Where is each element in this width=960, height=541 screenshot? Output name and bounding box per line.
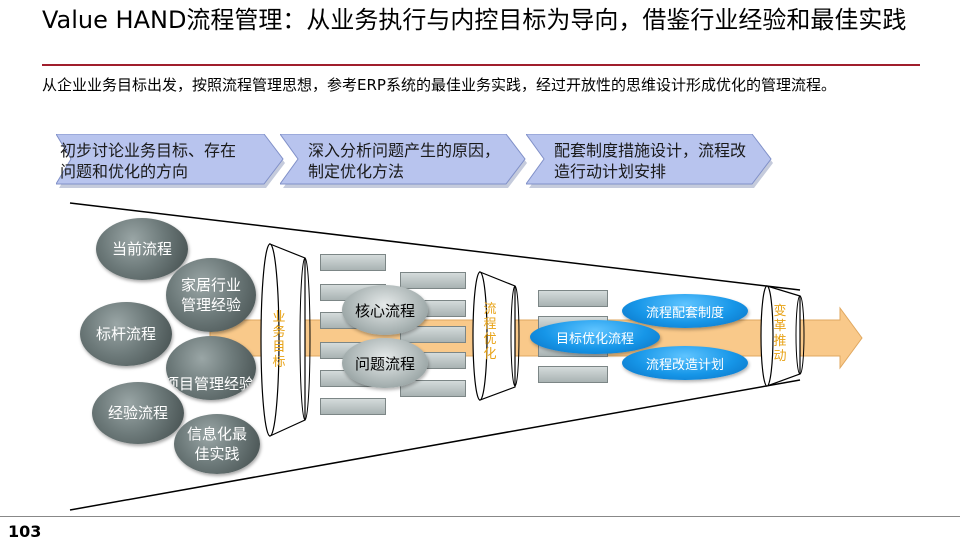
supporting-system-ellipse: 流程配套制度	[622, 294, 748, 328]
reform-plan-ellipse: 流程改造计划	[622, 346, 748, 380]
process-box	[320, 398, 386, 415]
input-project-management: 项目管理经验	[166, 336, 256, 400]
process-box	[320, 254, 386, 271]
gate-label-business-goal: 业务目标	[272, 310, 286, 370]
step-label: 初步讨论业务目标、存在问题和优化的方向	[60, 141, 237, 181]
input-current-process: 当前流程	[96, 218, 188, 280]
page-title: Value HAND流程管理：从业务执行与内控目标为导向，借鉴行业经验和最佳实践	[42, 6, 907, 34]
input-it-best-practice: 信息化最佳实践	[174, 414, 260, 474]
process-box	[400, 380, 466, 397]
step-chevron-1: 初步讨论业务目标、存在问题和优化的方向	[56, 134, 288, 190]
target-process-ellipse: 目标优化流程	[530, 320, 660, 354]
footer-divider	[0, 516, 960, 517]
step-label: 深入分析问题产生的原因，制定优化方法	[308, 141, 501, 181]
gate-label-process-opt: 流程优化	[483, 302, 497, 362]
core-process-ellipse: 核心流程	[342, 285, 428, 335]
step-chevron-2: 深入分析问题产生的原因，制定优化方法	[280, 134, 530, 190]
process-box	[400, 326, 466, 343]
process-box	[538, 366, 608, 383]
problem-process-ellipse: 问题流程	[342, 338, 428, 388]
chevron-shape	[56, 134, 285, 188]
chevron-shape	[526, 134, 773, 188]
step-label: 配套制度措施设计，流程改造行动计划安排	[554, 141, 747, 181]
input-home-industry: 家居行业管理经验	[166, 258, 256, 332]
process-box	[400, 272, 466, 289]
gate-label-change-drive: 变革推动	[773, 304, 787, 364]
page-number: 103	[8, 522, 42, 541]
page-subtitle: 从企业业务目标出发，按照流程管理思想，参考ERP系统的最佳业务实践，经过开放性的…	[42, 76, 836, 94]
input-experience-process: 经验流程	[92, 382, 184, 444]
step-chevron-3: 配套制度措施设计，流程改造行动计划安排	[526, 134, 776, 190]
input-benchmark-process: 标杆流程	[80, 302, 172, 366]
title-divider	[42, 64, 920, 66]
process-box	[538, 290, 608, 307]
chevron-shape	[280, 134, 527, 188]
